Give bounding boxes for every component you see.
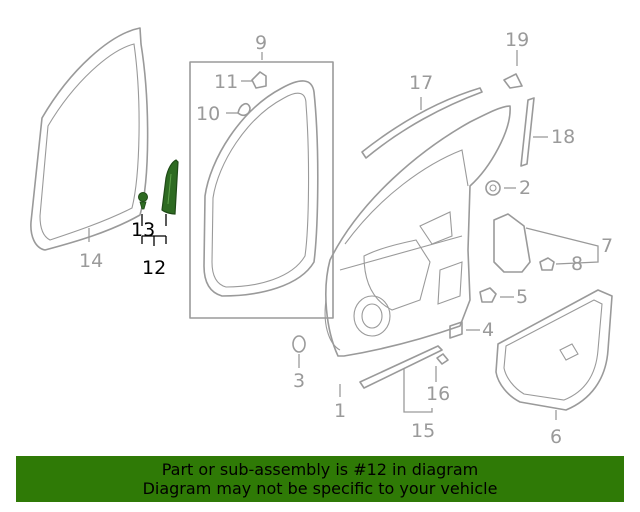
callout-9: 9 (255, 32, 267, 54)
callout-4: 4 (482, 319, 494, 341)
part-11-clip[interactable] (251, 71, 267, 89)
callout-labels: 14 9 11 10 13 12 17 19 18 2 7 8 5 4 6 3 … (79, 29, 613, 448)
banner-line-2: Diagram may not be specific to your vehi… (142, 479, 498, 498)
callout-17: 17 (409, 72, 433, 94)
part-14-outer-weatherstrip[interactable] (30, 27, 149, 251)
part-3-plug[interactable] (292, 335, 306, 353)
callout-1: 1 (334, 400, 346, 422)
callout-15: 15 (411, 420, 435, 442)
part-19-bracket[interactable] (503, 73, 523, 89)
leader-lines (88, 50, 599, 420)
callout-19: 19 (505, 29, 529, 51)
parts-diagram: 14 9 11 10 13 12 17 19 18 2 7 8 5 4 6 3 … (30, 27, 613, 448)
callout-6: 6 (550, 426, 562, 448)
part-13-clip[interactable] (138, 192, 148, 210)
part-4-pad[interactable] (449, 321, 463, 339)
part-5-plug[interactable] (479, 287, 497, 303)
part-8-clip[interactable] (539, 257, 555, 271)
part-18-channel[interactable] (520, 97, 535, 167)
part-10-clip[interactable] (237, 102, 251, 116)
part-12-pillar-trim[interactable] (161, 159, 179, 215)
callout-7: 7 (601, 235, 613, 257)
callout-13: 13 (131, 219, 155, 241)
callout-16: 16 (426, 383, 450, 405)
callout-12: 12 (142, 257, 166, 279)
part-2-grommet[interactable] (485, 180, 501, 196)
info-banner: Part or sub-assembly is #12 in diagram D… (16, 456, 624, 502)
part-16-clip[interactable] (436, 353, 449, 365)
callout-14: 14 (79, 250, 103, 272)
callout-10: 10 (196, 103, 220, 125)
part-15-lower-molding[interactable] (359, 345, 443, 389)
callout-8: 8 (571, 253, 583, 275)
callout-5: 5 (516, 286, 528, 308)
callout-18: 18 (551, 126, 575, 148)
callout-11: 11 (214, 71, 238, 93)
part-17-belt-molding[interactable] (361, 87, 483, 159)
callout-2: 2 (519, 177, 531, 199)
part-7-bracket[interactable] (493, 213, 531, 273)
callout-3: 3 (293, 370, 305, 392)
banner-line-1: Part or sub-assembly is #12 in diagram (161, 460, 479, 479)
part-6-sealing-screen[interactable] (495, 289, 613, 411)
part-1-door-shell[interactable] (324, 105, 511, 357)
part-9-group-box (189, 61, 334, 319)
